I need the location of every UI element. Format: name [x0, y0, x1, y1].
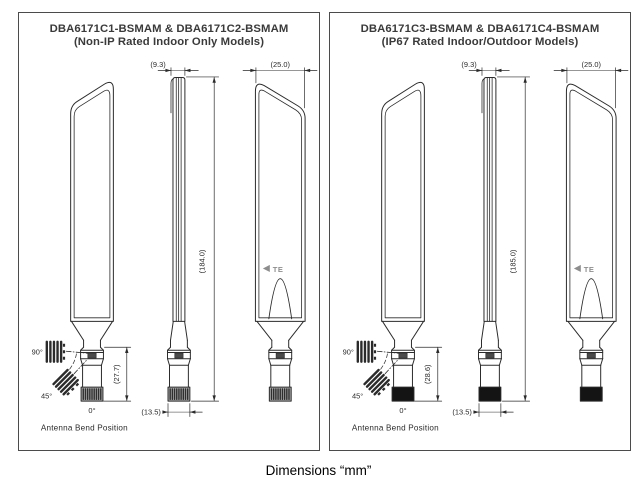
te-logo: TE: [584, 265, 595, 274]
dim-back-width-label: (25.0): [271, 60, 291, 69]
angle-45-label: 45°: [41, 392, 52, 401]
panel-title: DBA6171C3-BSMAM & DBA6171C4-BSMAM (IP67 …: [330, 13, 630, 50]
panel-title-line2: (Non-IP Rated Indoor Only Models): [73, 36, 265, 49]
antenna-three-views-line-art: [47, 68, 317, 417]
dim-side-width-label: (9.3): [461, 60, 477, 69]
dim-side-width-label: (9.3): [150, 60, 166, 69]
antenna-drawing: (9.3) (25.0) (185.0) (28.6) (13.5) 90° 4…: [343, 60, 630, 433]
bend-position-label: Antenna Bend Position: [41, 424, 128, 433]
panel-non-ip-models: DBA6171C1-BSMAM & DBA6171C2-BSMAM (Non-I…: [18, 12, 320, 451]
dim-base-width-label: (13.5): [141, 408, 161, 417]
panel-ip67-models: DBA6171C3-BSMAM & DBA6171C4-BSMAM (IP67 …: [329, 12, 631, 451]
angle-90-label: 90°: [343, 348, 354, 357]
angle-0-label: 0°: [399, 406, 406, 415]
dim-connector-height-label: (28.6): [423, 364, 432, 384]
angle-90-label: 90°: [32, 348, 43, 357]
antenna-drawing: (9.3) (25.0) (184.0) (27.7) (13.5) 90° 4…: [32, 60, 319, 433]
angle-45-label: 45°: [352, 392, 363, 401]
panel-title-line1: DBA6171C3-BSMAM & DBA6171C4-BSMAM: [360, 23, 600, 35]
dim-overall-height-label: (184.0): [198, 249, 207, 273]
dimensions-unit-caption: Dimensions “mm”: [265, 463, 372, 478]
dim-connector-height-label: (27.7): [112, 364, 121, 384]
angle-0-label: 0°: [88, 406, 95, 415]
te-logo: TE: [273, 265, 284, 274]
dim-overall-height-label: (185.0): [509, 249, 518, 273]
dim-back-width-label: (25.0): [582, 60, 602, 69]
antenna-three-views-line-art: [358, 68, 628, 417]
panel-title: DBA6171C1-BSMAM & DBA6171C2-BSMAM (Non-I…: [19, 13, 319, 50]
panel-title-line2: (IP67 Rated Indoor/Outdoor Models): [381, 36, 579, 49]
dim-base-width-label: (13.5): [452, 408, 472, 417]
bend-position-label: Antenna Bend Position: [352, 424, 439, 433]
panel-title-line1: DBA6171C1-BSMAM & DBA6171C2-BSMAM: [49, 23, 289, 35]
